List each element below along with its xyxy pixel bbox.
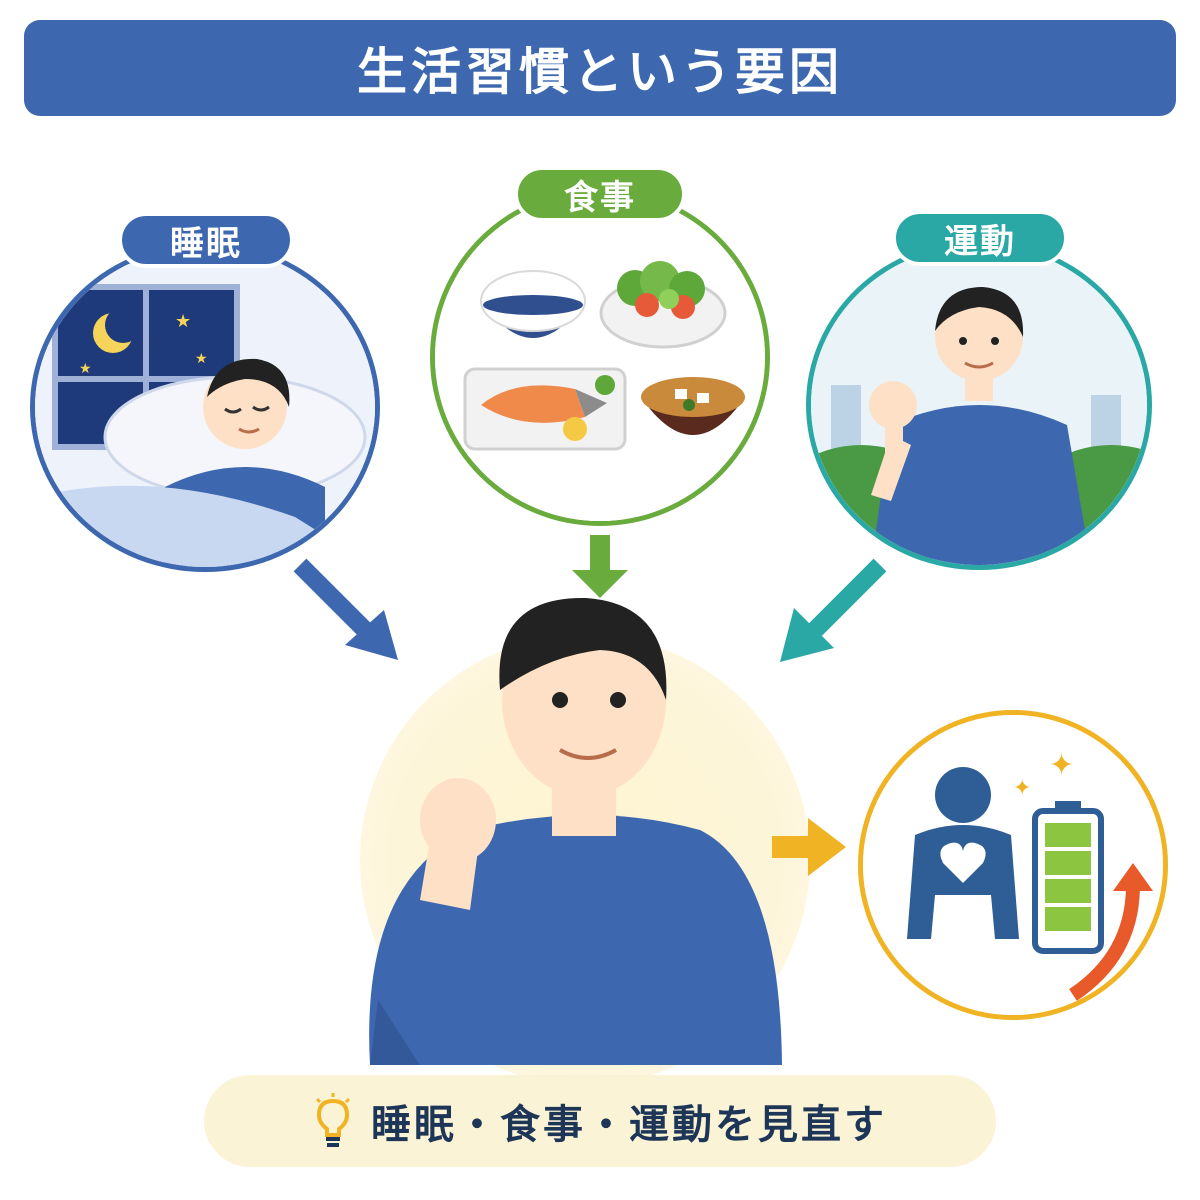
meal-icon — [435, 193, 765, 521]
food-label: 食事 — [514, 166, 686, 222]
svg-text:★: ★ — [79, 361, 92, 377]
page-title: 生活習慣という要因 — [357, 43, 843, 101]
arrow-food-to-person — [572, 535, 628, 598]
meal-illustration — [430, 188, 770, 526]
sleep-illustration: ★ ★ ★ — [30, 242, 380, 572]
exercise-illustration — [806, 240, 1152, 570]
sleeping-person-icon: ★ ★ ★ — [35, 247, 375, 567]
svg-text:★: ★ — [195, 351, 208, 367]
title-bar: 生活習慣という要因 — [24, 20, 1176, 116]
sleep-label: 睡眠 — [118, 212, 294, 268]
health-energy-illustration: ✦ ✦ — [858, 710, 1168, 1020]
exercise-label: 運動 — [892, 210, 1068, 266]
caption-text: 睡眠・食事・運動を見直す — [371, 1102, 887, 1148]
arrow-person-to-result — [772, 818, 846, 876]
lightbulb-icon — [315, 1093, 351, 1147]
active-person-icon — [811, 245, 1147, 565]
arrow-exercise-to-person — [780, 558, 887, 662]
svg-text:★: ★ — [175, 311, 191, 332]
body-battery-icon: ✦ ✦ — [863, 715, 1163, 1015]
caption-bar: 睡眠・食事・運動を見直す — [204, 1075, 996, 1167]
svg-text:✦: ✦ — [1049, 748, 1074, 783]
svg-text:✦: ✦ — [1013, 776, 1031, 801]
arrow-sleep-to-person — [293, 558, 398, 660]
